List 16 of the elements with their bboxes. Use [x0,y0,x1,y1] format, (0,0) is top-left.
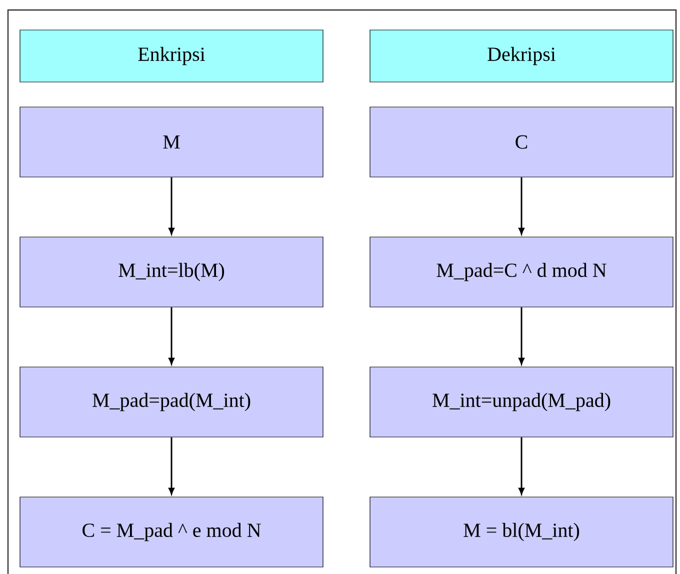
arrow [168,437,174,494]
process-box: M = bl(M_int) [370,496,674,568]
process-box: M_pad=pad(M_int) [20,366,324,438]
process-box: C = M_pad ^ e mod N [20,496,324,568]
process-box: M_int=lb(M) [20,236,324,308]
column-header: Enkripsi [20,30,324,82]
arrow [168,307,174,364]
process-box: C [370,106,674,178]
arrow [518,307,524,364]
arrow [518,177,524,234]
process-box: M_int=unpad(M_pad) [370,366,674,438]
column-header: Dekripsi [370,30,674,82]
arrow [518,437,524,494]
process-box: M_pad=C ^ d mod N [370,236,674,308]
arrow [168,177,174,234]
process-box: M [20,106,324,178]
